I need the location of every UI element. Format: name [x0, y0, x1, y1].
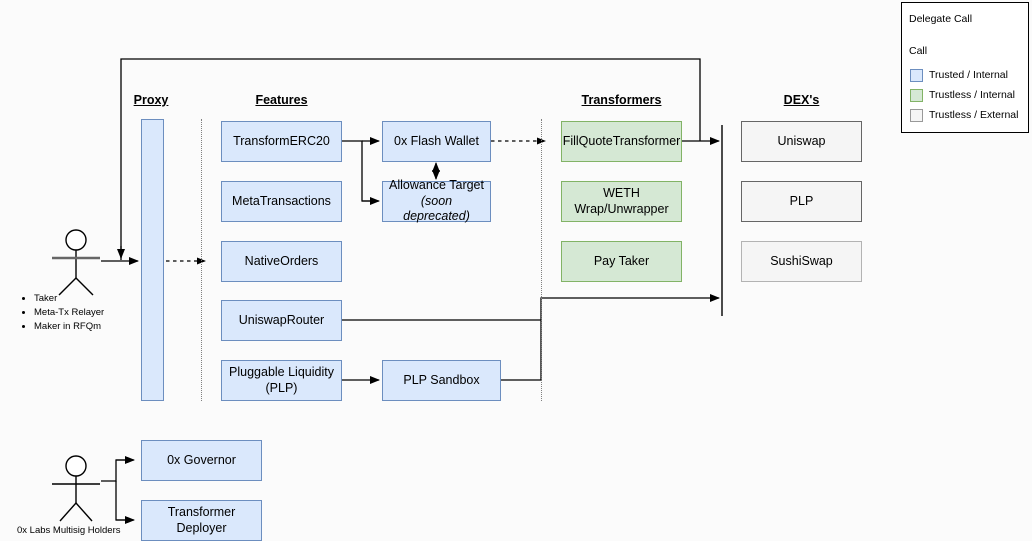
multisig-actor-figure: [52, 455, 100, 522]
middle-box-allowance-target[interactable]: Allowance Target (soon deprecated): [382, 178, 491, 224]
proxy-bar[interactable]: [141, 119, 164, 401]
separator-middle-transformers: [541, 119, 542, 401]
feature-box-pluggable-liquidity[interactable]: Pluggable Liquidity (PLP): [221, 360, 342, 401]
taker-roles-list: Taker Meta-Tx Relayer Maker in RFQm: [22, 292, 152, 333]
taker-role-item: Meta-Tx Relayer: [34, 306, 152, 320]
pluggable-liquidity-line1: Pluggable Liquidity: [229, 364, 334, 379]
allowance-target-line2: (soon deprecated): [403, 193, 470, 224]
transformerc20-branch: [342, 140, 378, 202]
dex-box-sushiswap[interactable]: SushiSwap: [741, 241, 862, 282]
weth-line2: Wrap/Unwrapper: [574, 201, 669, 216]
feature-box-uniswaprouter[interactable]: UniswapRouter: [221, 300, 342, 341]
multisig-actor-label: 0x Labs Multisig Holders: [17, 525, 121, 536]
legend-swatch-trusted-internal: [910, 69, 923, 82]
feature-box-metatransactions[interactable]: MetaTransactions: [221, 181, 342, 222]
taker-role-item: Taker: [34, 292, 152, 306]
governance-box-0x-governor[interactable]: 0x Governor: [141, 440, 262, 481]
weth-line1: WETH: [603, 185, 640, 200]
column-header-transformers: Transformers: [581, 93, 662, 107]
separator-proxy-features: [201, 119, 202, 401]
plp-sandbox-to-bus: [501, 320, 542, 381]
column-header-proxy: Proxy: [133, 93, 169, 107]
feature-box-nativeorders[interactable]: NativeOrders: [221, 241, 342, 282]
transformer-box-weth-wrap-unwrapper[interactable]: WETH Wrap/Unwrapper: [561, 181, 682, 222]
uniswaprouter-to-dex-arrow: [342, 294, 720, 321]
taker-role-item: Maker in RFQm: [34, 320, 152, 334]
column-header-dexs: DEX's: [783, 93, 820, 107]
legend-swatch-trustless-internal: [910, 89, 923, 102]
taker-actor-figure: [52, 229, 100, 296]
feature-box-transformerc20[interactable]: TransformERC20: [221, 121, 342, 162]
multisig-to-governor: [101, 459, 133, 482]
multisig-to-deployer: [115, 481, 133, 521]
allowance-target-line1: Allowance Target: [389, 178, 484, 193]
legend-label-trusted-internal: Trusted / Internal: [929, 69, 1008, 81]
pluggable-liquidity-line2: (PLP): [265, 380, 298, 395]
legend-label-trustless-internal: Trustless / Internal: [929, 89, 1015, 101]
transformer-box-fillquotetransformer[interactable]: FillQuoteTransformer: [561, 121, 682, 162]
legend-label-delegate-call: Delegate Call: [909, 13, 973, 25]
middle-box-flash-wallet[interactable]: 0x Flash Wallet: [382, 121, 491, 162]
governance-box-transformer-deployer[interactable]: Transformer Deployer: [141, 500, 262, 541]
transformer-box-pay-taker[interactable]: Pay Taker: [561, 241, 682, 282]
dex-box-plp[interactable]: PLP: [741, 181, 862, 222]
legend-label-call: Call: [909, 45, 928, 57]
column-header-features: Features: [255, 93, 308, 107]
legend-swatch-trustless-external: [910, 109, 923, 122]
legend-label-trustless-external: Trustless / External: [929, 109, 1019, 121]
dex-box-uniswap[interactable]: Uniswap: [741, 121, 862, 162]
middle-box-plp-sandbox[interactable]: PLP Sandbox: [382, 360, 501, 401]
